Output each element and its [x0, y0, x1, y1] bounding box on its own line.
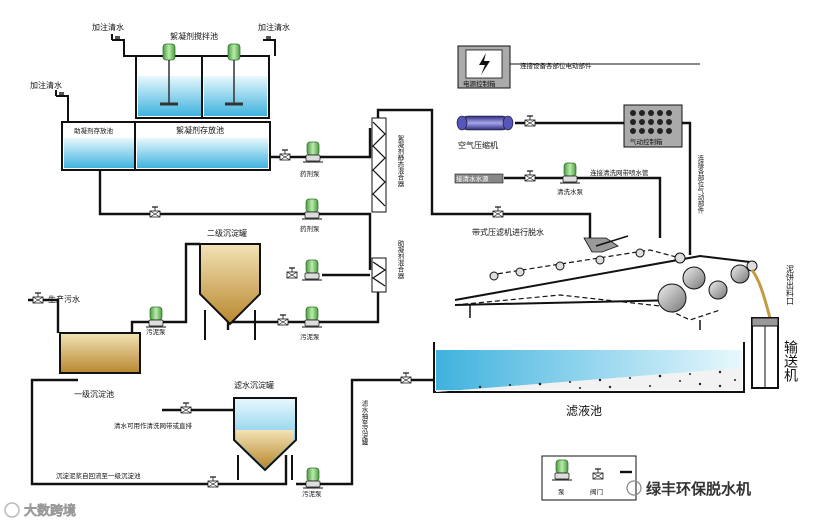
label-sludge-return: 沉淀泥浆自回流至一级沉淀池	[56, 471, 141, 480]
valve-icon	[149, 206, 161, 218]
pump-icon	[145, 306, 167, 328]
label-filtrate-pool: 滤液池	[566, 403, 602, 418]
legend: 泵 阀门	[541, 455, 637, 501]
label-add-water-2: 加注清水	[258, 22, 290, 32]
brand-text: 绿丰环保脱水机	[646, 480, 751, 498]
filtrate-pool: 滤液池 滤水抽至沉淀罐	[360, 342, 745, 447]
label-elec-box: 电源控制箱	[463, 79, 496, 88]
valve-icon	[180, 402, 192, 414]
brand: 绿丰环保脱水机	[626, 480, 751, 498]
pump-icon	[302, 467, 324, 489]
tap-icon	[55, 91, 69, 102]
pump-icon	[301, 198, 323, 220]
valve-icon	[277, 314, 289, 326]
label-sludge-pump-1: 污泥泵	[146, 328, 166, 336]
label-pneu-conn: 连接各部位气动部件	[696, 154, 704, 215]
label-filt-tank: 滤水沉淀罐	[234, 380, 274, 390]
legend-valve: 阀门	[590, 487, 603, 496]
label-sec-tank: 二级沉淀罐	[207, 228, 247, 238]
label-floc-store: 絮凝剂存放池	[176, 125, 224, 135]
pump-icon	[302, 141, 324, 163]
valve-icon	[592, 468, 604, 480]
chemical-section: 加注清水 絮凝剂搅拌池 加注清水 加注清水 助凝剂存放池 絮凝剂存放池 药剂泵 …	[30, 22, 324, 233]
label-clean-conn: 连接清洗网带喷水管	[590, 168, 649, 177]
valve-icon	[524, 115, 536, 127]
label-clean-pump: 清洗水泵	[557, 187, 584, 196]
lightning-icon	[479, 53, 490, 75]
valve-icon	[279, 149, 291, 161]
pump-icon	[551, 459, 573, 481]
tap-icon	[262, 35, 276, 46]
label-pneu-box: 气动控制箱	[630, 137, 663, 146]
label-aid-store: 助凝剂存放池	[74, 126, 114, 135]
label-clear-reuse: 清水可用作清洗网带或直排	[114, 421, 193, 430]
compressor-icon	[460, 115, 510, 131]
wechat-icon	[626, 480, 642, 496]
pump-icon	[301, 306, 323, 328]
belt-press: 泥饼出料口	[454, 235, 795, 330]
pump-icon	[301, 259, 323, 281]
label-pri-tank: 一级沉淀池	[74, 389, 114, 399]
label-static-mixer: 絮凝剂静态混合器	[396, 134, 404, 189]
label-filt-to-tank: 滤水抽至沉淀罐	[360, 399, 368, 447]
primary-tank: 一级沉淀池 生产污水 污泥泵	[32, 292, 167, 399]
valve-icon	[207, 476, 219, 488]
valve-icon	[400, 372, 412, 384]
valve-icon	[524, 170, 536, 182]
valve-icon	[32, 292, 44, 304]
label-cake-outlet: 泥饼出料口	[786, 265, 795, 305]
pump-icon	[559, 162, 581, 184]
static-mixers: 絮凝剂静态混合器 助凝剂混合器	[371, 117, 404, 293]
watermark: 大数跨境	[4, 502, 76, 519]
label-raw-water: 生产污水	[48, 294, 80, 304]
label-aid-mixer: 助凝剂混合器	[396, 239, 404, 280]
label-add-water-3: 加注清水	[30, 80, 62, 90]
label-elec-conn: 连接设备各部位电动部件	[520, 61, 592, 70]
label-belt-press: 带式压滤机进行脱水	[472, 227, 544, 237]
watermark-text: 大数跨境	[24, 503, 76, 519]
roller-icon	[657, 283, 687, 313]
valve-icon	[286, 267, 298, 279]
label-conveyor: 输送机	[782, 340, 798, 383]
label-dose-pump-2: 药剂泵	[300, 224, 320, 233]
label-add-water-1: 加注清水	[92, 22, 124, 32]
label-dose-pump-1: 药剂泵	[300, 169, 320, 178]
conveyor: 输送机	[751, 317, 798, 389]
legend-pump: 泵	[558, 488, 565, 496]
pipes	[28, 63, 700, 486]
watermark-icon	[4, 502, 20, 518]
label-sludge-pump-2: 污泥泵	[300, 333, 320, 341]
label-clean-src: 接清水水源	[456, 174, 489, 183]
label-floc-mix: 絮凝剂搅拌池	[170, 31, 218, 41]
label-air-comp: 空气压缩机	[458, 140, 498, 150]
control-section: 电源控制箱 连接设备各部位电动部件 空气压缩机 气动控制箱 连接各部位气动部件 …	[454, 45, 704, 237]
label-sludge-pump-3: 污泥泵	[302, 490, 322, 498]
secondary-tank: 二级沉淀罐 污泥泵	[199, 228, 323, 341]
filt-tank: 滤水沉淀罐 清水可用作清洗网带或直排 污泥泵 沉淀泥浆自回流至一级沉淀池	[56, 380, 324, 498]
valve-icon	[492, 206, 504, 218]
tap-icon	[111, 35, 125, 46]
